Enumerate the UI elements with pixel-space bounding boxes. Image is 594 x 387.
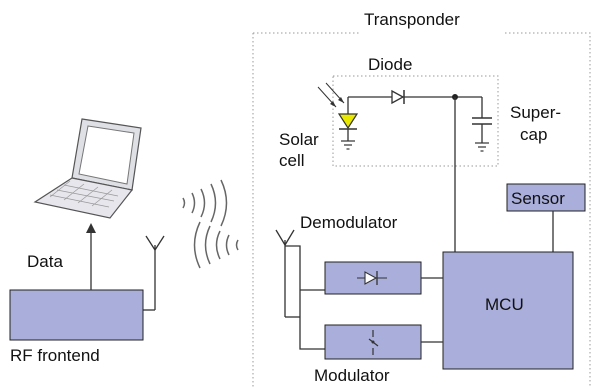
mcu-block — [442, 251, 574, 370]
power-subsystem-box — [332, 75, 499, 167]
rf-frontend-block — [9, 289, 144, 341]
radio-wave-icon — [182, 179, 228, 227]
radio-wave-icon — [193, 221, 239, 269]
solar-cell-icon — [317, 82, 359, 130]
mcu-label: MCU — [485, 295, 524, 314]
supercap-label-1: Super- — [510, 103, 561, 122]
antenna-icon — [145, 235, 165, 310]
demodulator-label: Demodulator — [300, 213, 398, 232]
switch-icon — [368, 330, 379, 355]
solar-cell-label-1: Solar — [279, 130, 319, 149]
antenna-icon — [275, 229, 295, 317]
transponder-boundary — [252, 32, 591, 387]
sensor-block — [506, 183, 586, 212]
laptop-icon — [33, 118, 142, 219]
data-label: Data — [27, 252, 63, 271]
diode-label: Diode — [368, 55, 412, 74]
diode-icon — [357, 271, 387, 285]
diode-icon — [391, 89, 405, 105]
modulator-label: Modulator — [314, 366, 390, 385]
sensor-label: Sensor — [511, 189, 565, 208]
solar-cell-label-2: cell — [279, 151, 305, 170]
supercap-label-2: cap — [520, 125, 547, 144]
transponder-label: Transponder — [364, 10, 460, 29]
ground-icon — [475, 142, 489, 152]
rf-frontend-label: RF frontend — [10, 346, 100, 365]
ground-icon — [341, 140, 355, 150]
capacitor-icon — [472, 117, 492, 125]
